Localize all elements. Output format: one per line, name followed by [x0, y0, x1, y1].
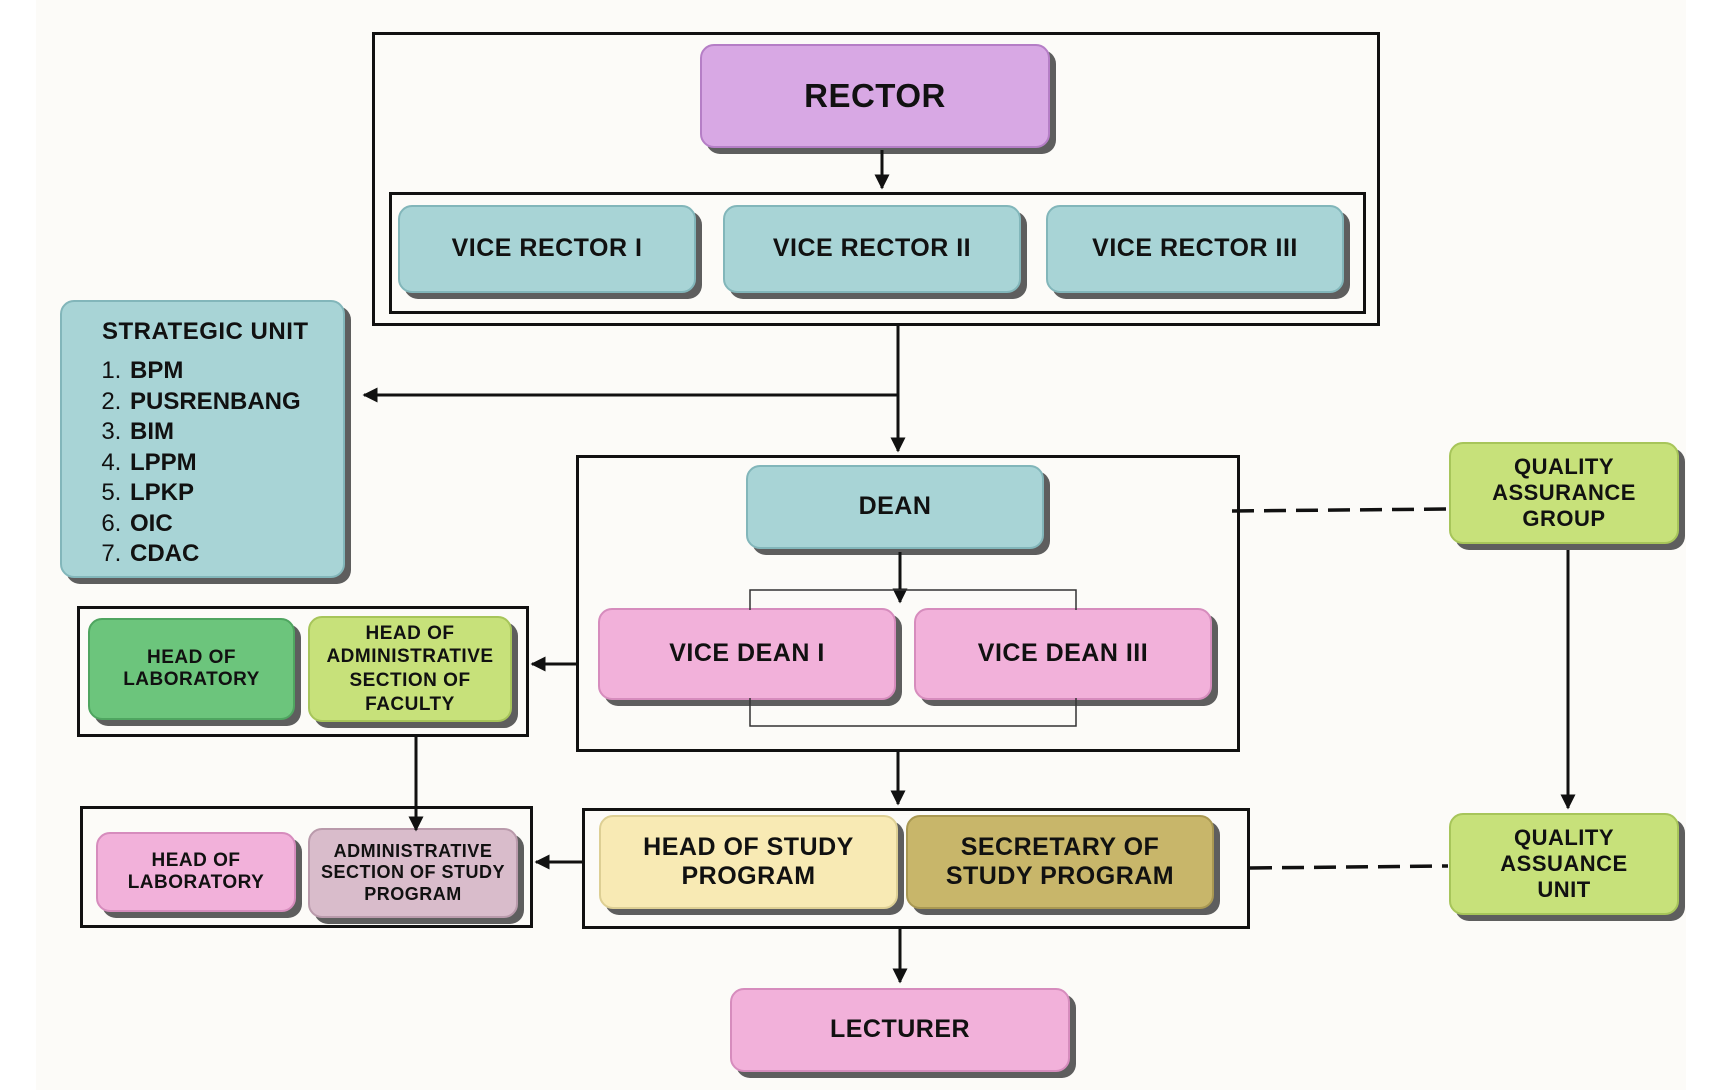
faculty-head-of-laboratory-box[interactable]: HEAD OF LABORATORY	[88, 618, 295, 720]
lecturer-box[interactable]: LECTURER	[730, 988, 1070, 1072]
vice-rector-frame	[389, 192, 1366, 314]
quality-assurance-unit-box[interactable]: QUALITY ASSUANCE UNIT	[1449, 813, 1679, 915]
strategic-unit-list: BPM PUSRENBANG BIM LPPM LPKP OIC CDAC	[102, 356, 343, 570]
vice-rector-1-box[interactable]: VICE RECTOR I	[398, 205, 696, 293]
faculty-units-frame	[77, 606, 529, 737]
strategic-unit-box[interactable]: STRATEGIC UNIT BPM PUSRENBANG BIM LPPM L…	[60, 300, 345, 578]
vice-dean-1-box[interactable]: VICE DEAN I	[598, 608, 896, 700]
dean-box[interactable]: DEAN	[746, 465, 1044, 549]
study-head-of-laboratory-box[interactable]: HEAD OF LABORATORY	[96, 832, 296, 912]
qa-unit-dashed-link	[1249, 864, 1449, 870]
rector-box[interactable]: RECTOR	[700, 44, 1050, 148]
strategic-unit-title: STRATEGIC UNIT	[102, 318, 309, 345]
strategic-unit-item: CDAC	[128, 539, 343, 570]
study-program-frame	[582, 808, 1250, 929]
vice-dean-bracket-bottom	[749, 698, 1077, 727]
strategic-unit-item: BIM	[128, 417, 343, 448]
strategic-unit-item: BPM	[128, 356, 343, 387]
quality-assurance-group-box[interactable]: QUALITY ASSURANCE GROUP	[1449, 442, 1679, 544]
head-of-study-program-box[interactable]: HEAD OF STUDY PROGRAM	[599, 815, 898, 909]
vice-rector-3-box[interactable]: VICE RECTOR III	[1046, 205, 1344, 293]
strategic-unit-item: OIC	[128, 509, 343, 540]
vice-dean-bracket-top	[749, 589, 1077, 610]
admin-section-study-program-box[interactable]: ADMINISTRATIVE SECTION OF STUDY PROGRAM	[308, 828, 518, 918]
study-support-frame	[80, 806, 533, 928]
head-admin-section-faculty-box[interactable]: HEAD OF ADMINISTRATIVE SECTION OF FACULT…	[308, 616, 512, 722]
vice-dean-3-box[interactable]: VICE DEAN III	[914, 608, 1212, 700]
qa-group-dashed-link	[1231, 507, 1449, 513]
strategic-unit-item: LPKP	[128, 478, 343, 509]
rectorate-frame	[372, 32, 1380, 326]
deanery-frame	[576, 455, 1240, 752]
strategic-unit-item: LPPM	[128, 448, 343, 479]
strategic-unit-item: PUSRENBANG	[128, 387, 343, 418]
vice-rector-2-box[interactable]: VICE RECTOR II	[723, 205, 1021, 293]
secretary-of-study-program-box[interactable]: SECRETARY OF STUDY PROGRAM	[906, 815, 1214, 909]
